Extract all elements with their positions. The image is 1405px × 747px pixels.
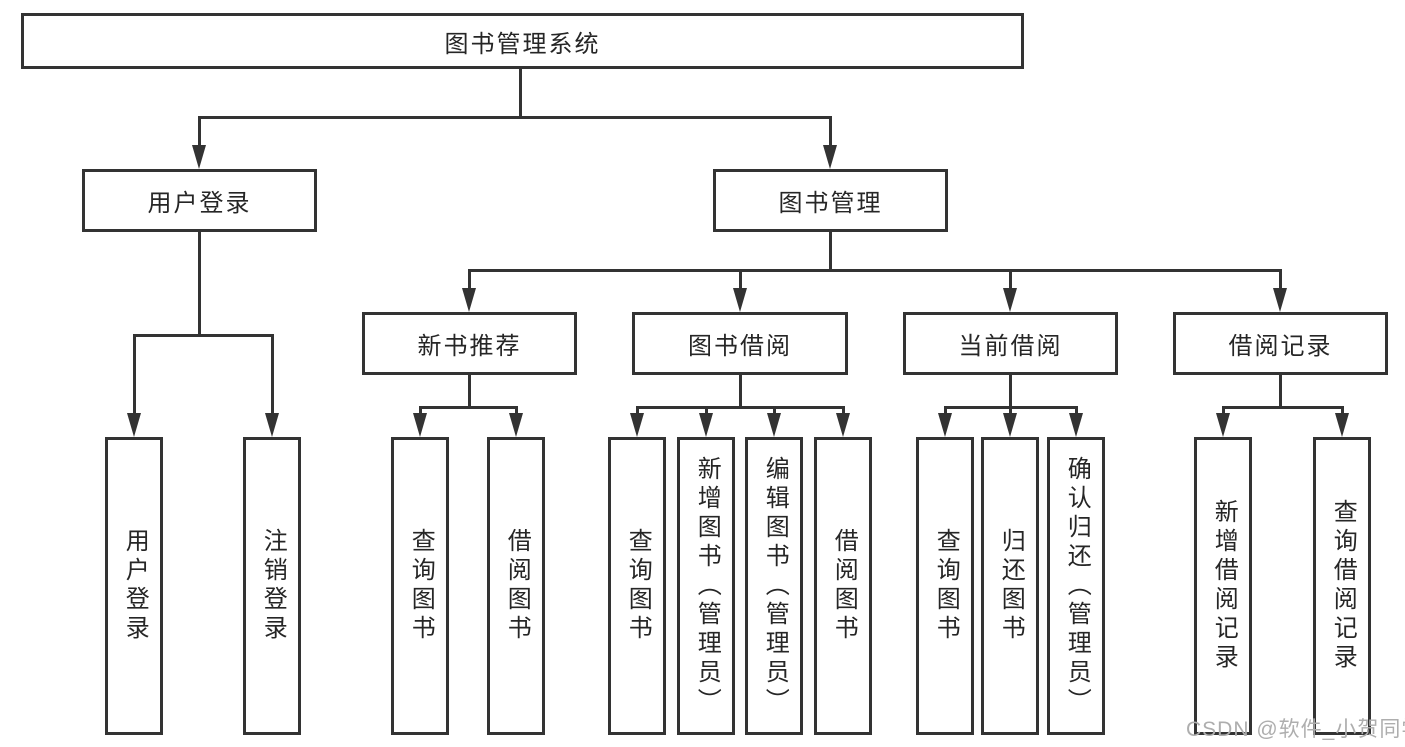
leaf-logout: 注销登录 <box>243 437 301 735</box>
leaf-br-add-record: 新增借阅记录 <box>1194 437 1252 735</box>
arrowhead-down-icon <box>699 413 713 437</box>
node-book-management: 图书管理 <box>713 169 948 232</box>
arrowhead-down-icon <box>1069 413 1083 437</box>
arrow-stem <box>704 406 708 415</box>
arrowhead-down-icon <box>733 288 747 312</box>
leaf-bb-borrow-book: 借阅图书 <box>814 437 872 735</box>
leaf-br-add-record-label: 新增借阅记录 <box>1210 499 1238 673</box>
node-borrow-record: 借阅记录 <box>1173 312 1388 375</box>
leaf-bb-add-book-admin: 新增图书（管理员） <box>677 437 735 735</box>
leaf-cb-query-book-label: 查询图书 <box>932 528 960 644</box>
connector-new-book-bar <box>418 406 518 409</box>
node-book-borrow-label: 图书借阅 <box>688 333 792 360</box>
arrow-stem <box>828 117 832 147</box>
connector-book-borrow-bar <box>635 406 845 409</box>
connector-root-stem <box>518 69 522 119</box>
leaf-bb-add-book-admin-label: 新增图书（管理员） <box>693 455 721 717</box>
leaf-nbr-borrow-book: 借阅图书 <box>487 437 545 735</box>
arrow-stem <box>943 406 947 415</box>
node-current-borrow: 当前借阅 <box>903 312 1118 375</box>
arrowhead-down-icon <box>1273 288 1287 312</box>
connector-root-bar <box>197 116 832 119</box>
leaf-cb-return-book: 归还图书 <box>981 437 1039 735</box>
node-root: 图书管理系统 <box>21 13 1024 69</box>
arrow-stem <box>132 334 136 415</box>
leaf-nbr-query-book-label: 查询图书 <box>407 528 435 644</box>
connector-book-mgmt-stem <box>828 232 832 271</box>
arrowhead-down-icon <box>265 413 279 437</box>
arrow-stem <box>1221 406 1225 415</box>
arrow-stem <box>270 334 274 415</box>
arrowhead-down-icon <box>630 413 644 437</box>
connector-user-login-bar <box>132 334 274 337</box>
leaf-nbr-borrow-book-label: 借阅图书 <box>503 528 531 644</box>
leaf-user-login-label: 用户登录 <box>121 528 149 644</box>
arrow-stem <box>1008 406 1012 415</box>
node-user-login-label: 用户登录 <box>147 190 252 217</box>
arrow-stem <box>514 406 518 415</box>
arrowhead-down-icon <box>413 413 427 437</box>
leaf-bb-query-book-label: 查询图书 <box>624 528 652 644</box>
leaf-bb-edit-book-admin-label: 编辑图书（管理员） <box>761 455 789 717</box>
arrow-stem <box>635 406 639 415</box>
node-borrow-record-label: 借阅记录 <box>1228 333 1333 360</box>
arrow-stem <box>1340 406 1344 415</box>
arrow-stem <box>1008 269 1012 290</box>
arrowhead-down-icon <box>127 413 141 437</box>
node-current-borrow-label: 当前借阅 <box>958 333 1063 360</box>
leaf-user-login: 用户登录 <box>105 437 163 735</box>
node-user-login: 用户登录 <box>82 169 317 232</box>
arrowhead-down-icon <box>938 413 952 437</box>
node-new-book-recommend: 新书推荐 <box>362 312 577 375</box>
connector-borrow-record-bar <box>1221 406 1344 409</box>
leaf-cb-confirm-return-admin: 确认归还（管理员） <box>1047 437 1105 735</box>
arrowhead-down-icon <box>1003 413 1017 437</box>
arrowhead-down-icon <box>1216 413 1230 437</box>
arrow-stem <box>1278 269 1282 290</box>
arrow-stem <box>738 269 742 290</box>
arrow-stem <box>418 406 422 415</box>
connector-borrow-record-stem <box>1278 375 1282 408</box>
arrowhead-down-icon <box>823 145 837 169</box>
arrow-stem <box>841 406 845 415</box>
arrowhead-down-icon <box>1003 288 1017 312</box>
leaf-cb-return-book-label: 归还图书 <box>997 528 1025 644</box>
arrowhead-down-icon <box>192 145 206 169</box>
leaf-bb-borrow-book-label: 借阅图书 <box>830 528 858 644</box>
leaf-nbr-query-book: 查询图书 <box>391 437 449 735</box>
leaf-bb-edit-book-admin: 编辑图书（管理员） <box>745 437 803 735</box>
connector-book-mgmt-bar <box>467 269 1282 272</box>
leaf-br-query-record-label: 查询借阅记录 <box>1329 499 1357 673</box>
arrowhead-down-icon <box>767 413 781 437</box>
connector-book-borrow-stem <box>738 375 742 408</box>
leaf-bb-query-book: 查询图书 <box>608 437 666 735</box>
arrowhead-down-icon <box>836 413 850 437</box>
connector-current-borrow-stem <box>1008 375 1012 408</box>
arrowhead-down-icon <box>1335 413 1349 437</box>
arrowhead-down-icon <box>509 413 523 437</box>
connector-user-login-stem <box>197 232 201 336</box>
node-root-label: 图书管理系统 <box>444 30 601 58</box>
csdn-watermark: CSDN @软件_小贺同学 <box>1186 718 1405 741</box>
node-book-borrow: 图书借阅 <box>632 312 848 375</box>
leaf-cb-query-book: 查询图书 <box>916 437 974 735</box>
arrow-stem <box>197 117 201 147</box>
arrow-stem <box>467 269 471 290</box>
node-new-book-recommend-label: 新书推荐 <box>417 333 522 360</box>
node-book-management-label: 图书管理 <box>778 190 883 217</box>
arrow-stem <box>772 406 776 415</box>
leaf-br-query-record: 查询借阅记录 <box>1313 437 1371 735</box>
arrowhead-down-icon <box>462 288 476 312</box>
leaf-cb-confirm-return-admin-label: 确认归还（管理员） <box>1063 455 1091 717</box>
leaf-logout-label: 注销登录 <box>259 528 287 644</box>
arrow-stem <box>1074 406 1078 415</box>
connector-new-book-stem <box>467 375 471 408</box>
